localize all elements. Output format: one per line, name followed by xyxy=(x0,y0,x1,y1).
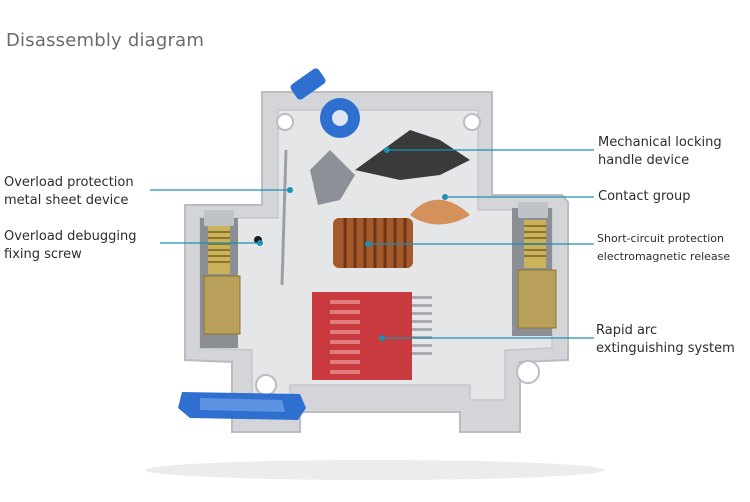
leader-dots xyxy=(257,147,448,341)
label-mechanical-locking-line2: handle device xyxy=(598,153,690,168)
right-terminal xyxy=(512,202,557,336)
label-short-circuit-line1: Short-circuit protection xyxy=(597,232,724,245)
label-arc-extinguishing-line2: extinguishing system xyxy=(596,341,735,356)
leader-dot-short-circuit xyxy=(365,241,371,247)
blue-handle xyxy=(290,68,360,138)
label-overload-screw-line2: fixing screw xyxy=(4,247,82,262)
label-mechanical-locking-line1: Mechanical locking xyxy=(598,135,722,150)
label-overload-screw-line1: Overload debugging xyxy=(4,229,137,244)
handle-mechanism xyxy=(310,130,470,205)
leader-dot-overload-screw xyxy=(257,240,263,246)
label-arc-extinguishing-line1: Rapid arc xyxy=(596,323,658,338)
leader-dot-overload-metal-sheet xyxy=(287,187,293,193)
leader-dot-mechanical-locking xyxy=(384,147,390,153)
label-overload-metal-sheet-line1: Overload protection xyxy=(4,175,134,190)
label-contact-group: Contact group xyxy=(598,188,690,206)
coil xyxy=(333,218,413,268)
din-rail-clip xyxy=(178,392,306,420)
leader-dot-contact-group xyxy=(442,194,448,200)
page-title: Disassembly diagram xyxy=(6,30,205,51)
arc-chute xyxy=(312,292,432,380)
label-short-circuit-line2: electromagnetic release xyxy=(597,250,731,263)
label-overload-metal-sheet: Overload protection metal sheet device xyxy=(4,174,134,210)
label-contact-group-line1: Contact group xyxy=(598,189,691,204)
label-short-circuit: Short-circuit protection electromagnetic… xyxy=(597,230,730,266)
floor-shadow xyxy=(145,460,605,480)
label-overload-metal-sheet-line2: metal sheet device xyxy=(4,193,129,208)
bimetal-strip xyxy=(280,149,288,286)
label-arc-extinguishing: Rapid arc extinguishing system xyxy=(596,322,735,358)
left-terminal xyxy=(200,210,241,348)
contact-braid xyxy=(410,199,470,225)
leader-lines xyxy=(150,149,594,339)
label-mechanical-locking: Mechanical locking handle device xyxy=(598,134,722,170)
leader-dot-arc-extinguishing xyxy=(379,335,385,341)
label-overload-screw: Overload debugging fixing screw xyxy=(4,228,137,264)
